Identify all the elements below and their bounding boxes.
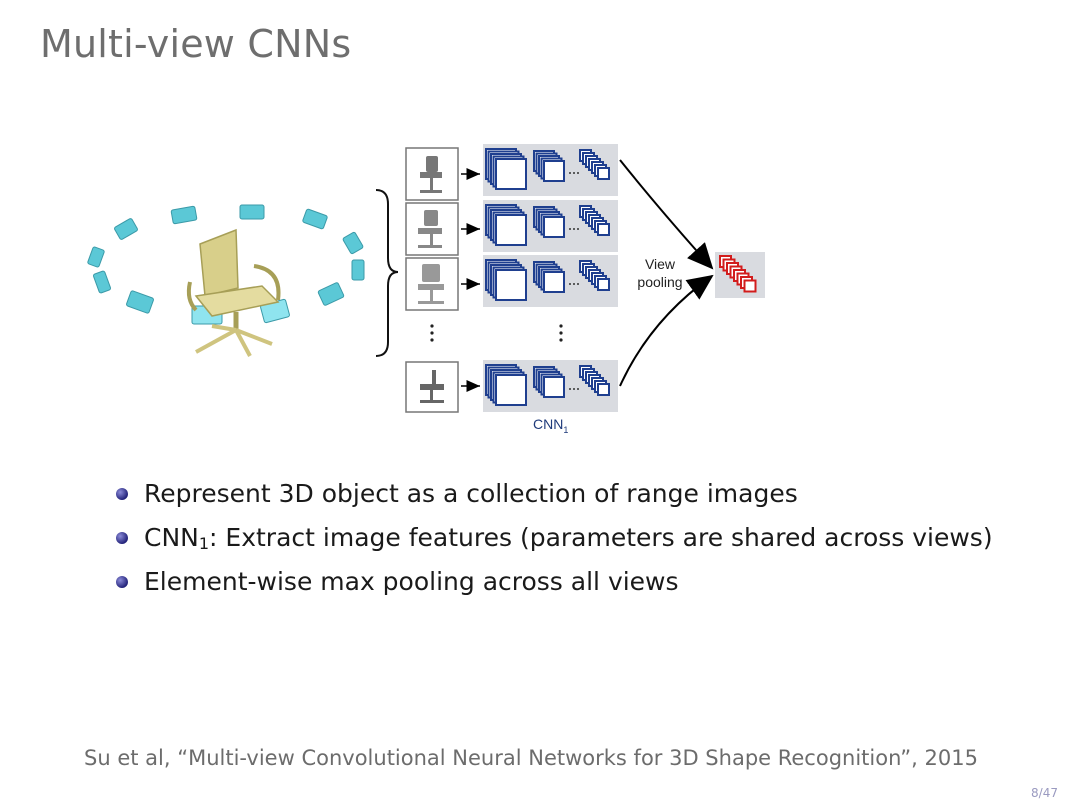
brace — [375, 189, 399, 357]
ellipsis-dot — [569, 172, 571, 174]
ellipsis-dot — [577, 388, 579, 390]
pooled-feature-map — [719, 255, 757, 293]
bullet-item: Represent 3D object as a collection of r… — [112, 474, 993, 518]
view-pooling-label: View pooling — [630, 255, 690, 291]
ellipsis-dot — [577, 228, 579, 230]
feature-map-layer — [495, 269, 527, 301]
camera-icon — [126, 290, 154, 314]
feature-map-layer — [543, 376, 565, 398]
chair-icon — [186, 228, 281, 357]
camera-icon — [87, 246, 105, 268]
pooled-map-layer — [743, 279, 757, 293]
ellipsis-dot — [577, 172, 579, 174]
bullet-dot-icon — [116, 488, 128, 500]
feature-map-layer — [543, 160, 565, 182]
mvcnn-diagram: View pooling CNN1 — [87, 144, 765, 435]
feature-map-stacks — [485, 148, 610, 406]
bullet-item: Element-wise max pooling across all view… — [112, 562, 993, 606]
bullet-list: Represent 3D object as a collection of r… — [112, 474, 993, 606]
bullet-dot-icon — [116, 576, 128, 588]
feature-map-layer — [543, 271, 565, 293]
bullet-text: Represent 3D object as a collection of r… — [144, 479, 798, 508]
camera-icon — [317, 282, 345, 306]
ellipsis-dot — [573, 283, 575, 285]
feature-map-layer — [495, 214, 527, 246]
feature-map-layer — [597, 223, 610, 236]
citation: Su et al, “Multi-view Convolutional Neur… — [84, 746, 978, 770]
camera-icon — [351, 259, 365, 281]
feature-map-layer — [495, 374, 527, 406]
view-pooling-label-line1: View — [644, 256, 676, 272]
ellipsis-dot — [569, 228, 571, 230]
ellipsis-dot — [573, 388, 575, 390]
camera-icon — [170, 205, 198, 225]
bullet-item: CNN1: Extract image features (parameters… — [112, 518, 993, 562]
vertical-ellipsis — [430, 324, 563, 342]
feature-map-layer — [597, 167, 610, 180]
bullet-text: Element-wise max pooling across all view… — [144, 567, 679, 596]
cnn-label: CNN1 — [533, 416, 568, 435]
feature-map-layer — [597, 278, 610, 291]
ellipsis-dot — [573, 172, 575, 174]
view-pooling-label-line2: pooling — [637, 274, 683, 290]
bullet-text-subscript: 1 — [198, 534, 210, 553]
camera-icon — [93, 270, 111, 294]
bullet-text-post: : Extract image features (parameters are… — [209, 523, 993, 552]
ellipsis-dot — [573, 228, 575, 230]
camera-icon — [342, 231, 364, 255]
camera-icon — [302, 208, 328, 230]
pool-arrow-top — [619, 159, 714, 270]
page-number: 8/47 — [1031, 786, 1058, 800]
bullet-text-pre: CNN — [144, 523, 199, 552]
ellipsis-dot — [569, 283, 571, 285]
ellipsis-dot — [577, 283, 579, 285]
slide-title: Multi-view CNNs — [40, 22, 352, 66]
feature-map-layer — [597, 383, 610, 396]
cnn-label-text: CNN — [533, 416, 564, 432]
ellipsis-dot — [569, 388, 571, 390]
cnn-label-subscript: 1 — [563, 424, 569, 435]
feature-map-layer — [495, 158, 527, 190]
pool-arrow-bottom — [619, 274, 714, 387]
camera-icon — [114, 218, 138, 240]
camera-icon — [239, 204, 265, 220]
feature-map-layer — [543, 216, 565, 238]
bullet-dot-icon — [116, 532, 128, 544]
